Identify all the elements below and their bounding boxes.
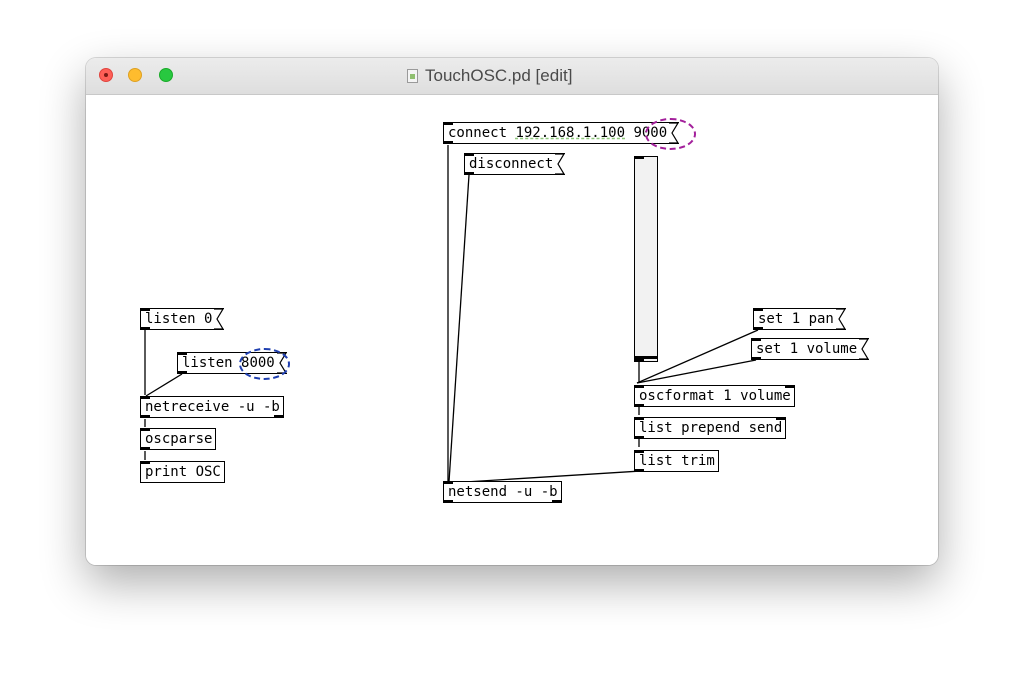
list-prepend-send-object[interactable]: list prepend send — [634, 417, 787, 439]
slider-handle[interactable] — [635, 356, 657, 359]
netsend-object[interactable]: netsend -u -b — [443, 481, 562, 503]
pd-document-icon — [407, 69, 418, 83]
oscparse-object[interactable]: oscparse — [140, 428, 217, 450]
message-flag-icon — [555, 154, 565, 174]
object-text: list trim — [639, 453, 715, 469]
object-text: oscformat 1 volume — [639, 388, 791, 404]
print-osc-object[interactable]: print OSC — [140, 461, 225, 483]
object-text: oscparse — [145, 431, 213, 447]
message-text: connect — [448, 125, 516, 141]
message-flag-icon — [859, 339, 869, 359]
message-text: listen — [182, 355, 242, 371]
minimize-button[interactable] — [128, 68, 142, 82]
cord-setpan-oscformat — [636, 329, 759, 384]
netreceive-object[interactable]: netreceive -u -b — [140, 396, 284, 418]
listen-0-message[interactable]: listen 0 — [140, 308, 225, 330]
ip-address-value: 192.168.1.100 — [515, 125, 626, 141]
message-text: set 1 pan — [758, 311, 834, 327]
window-title: TouchOSC.pd [edit] — [425, 66, 573, 85]
connect-message[interactable]: connect 192.168.1.100 9000 — [443, 122, 680, 144]
set-1-volume-message[interactable]: set 1 volume — [751, 338, 870, 360]
message-text: listen 0 — [145, 311, 213, 327]
disconnect-message[interactable]: disconnect — [464, 153, 566, 175]
cord-listen8000-netreceive — [145, 373, 183, 397]
close-button[interactable] — [99, 68, 113, 82]
object-text: netreceive -u -b — [145, 399, 280, 415]
object-text: list prepend send — [639, 420, 783, 436]
object-text: netsend -u -b — [448, 484, 558, 500]
list-trim-object[interactable]: list trim — [634, 450, 719, 472]
zoom-button[interactable] — [159, 68, 173, 82]
message-text: set 1 volume — [756, 341, 858, 357]
object-text: print OSC — [145, 464, 221, 480]
message-text: disconnect — [469, 156, 554, 172]
oscformat-object[interactable]: oscformat 1 volume — [634, 385, 795, 407]
set-1-pan-message[interactable]: set 1 pan — [753, 308, 846, 330]
volume-slider[interactable] — [634, 156, 658, 362]
title-bar[interactable]: TouchOSC.pd [edit] — [86, 58, 938, 95]
message-flag-icon — [214, 309, 225, 329]
cord-setvolume-oscformat — [636, 359, 757, 384]
cord-disconnect-netsend — [448, 174, 470, 483]
pd-patch-window: TouchOSC.pd [edit] listen 0 — [86, 58, 938, 565]
port-highlight-oval — [645, 118, 696, 150]
port-highlight-oval — [239, 348, 290, 380]
patch-canvas[interactable]: listen 0 listen 8000 netreceive -u -b os… — [86, 95, 938, 565]
message-flag-icon — [835, 309, 846, 329]
